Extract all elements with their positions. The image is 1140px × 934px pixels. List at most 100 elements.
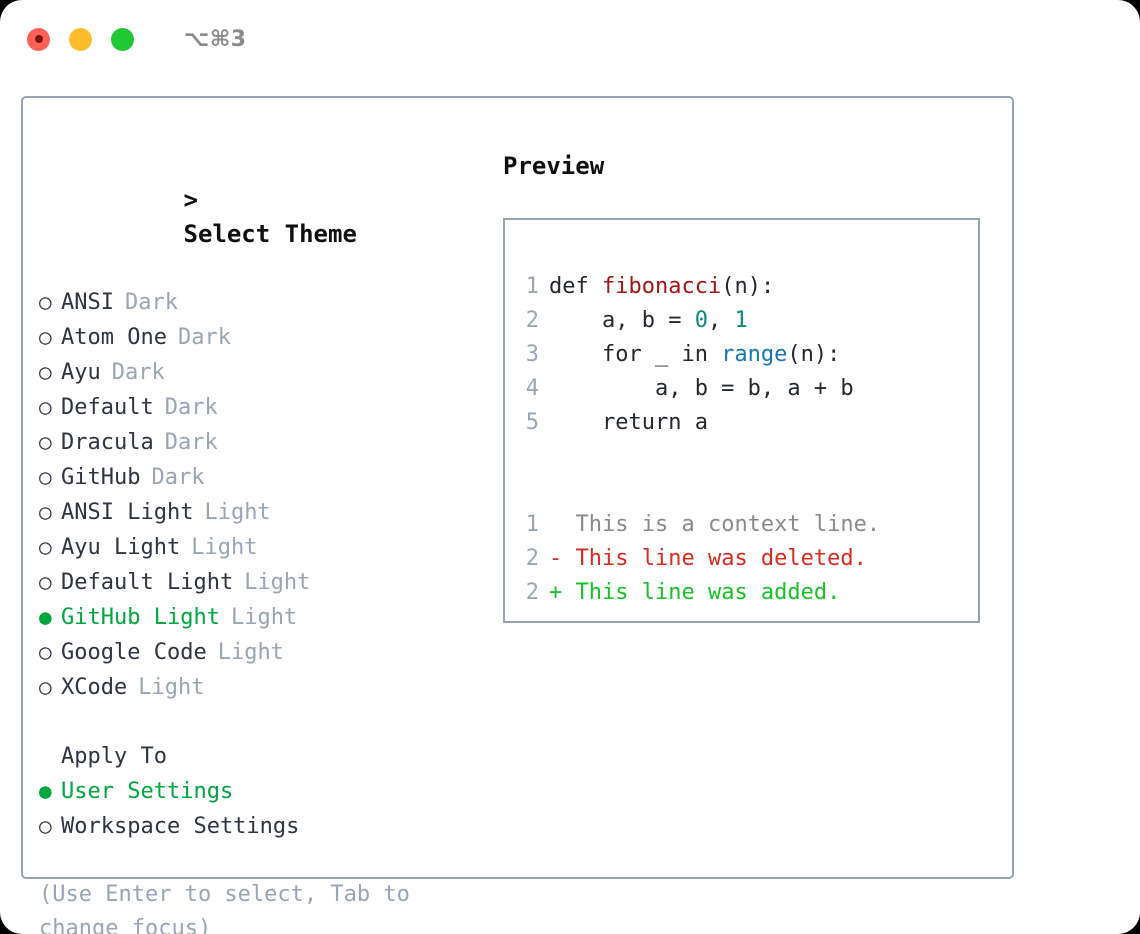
maximize-window-button[interactable] <box>111 27 134 51</box>
radio-selected-icon[interactable]: ● <box>39 779 52 803</box>
diff-line: 1 This is a context line. <box>505 508 978 542</box>
keyboard-shortcut-label: ⌥⌘3 <box>184 26 247 52</box>
code-line-content: a, b = b, a + b <box>549 372 854 406</box>
theme-option-atom-one[interactable]: ○ Atom One Dark <box>39 320 503 355</box>
code-line: 4 a, b = b, a + b <box>505 372 978 406</box>
spacer <box>39 705 503 739</box>
theme-option-kind: Light <box>244 570 311 595</box>
code-line-content: a, b = 0, 1 <box>549 304 748 338</box>
theme-option-kind: Dark <box>124 290 178 315</box>
radio-unselected-icon[interactable]: ○ <box>39 290 52 314</box>
line-number: 2 <box>525 580 539 605</box>
code-token: 1 <box>734 308 748 333</box>
radio-unselected-icon[interactable]: ○ <box>39 430 52 454</box>
theme-option-name: GitHub Light <box>61 605 220 630</box>
radio-unselected-icon[interactable]: ○ <box>39 500 52 524</box>
preview-heading: Preview <box>503 152 605 180</box>
close-window-button[interactable] <box>27 27 50 51</box>
theme-option-name: Atom One <box>61 325 167 350</box>
code-line-content: for _ in range(n): <box>549 338 840 372</box>
code-token: (n): <box>787 342 841 367</box>
radio-unselected-icon[interactable]: ○ <box>39 360 52 384</box>
theme-option-name: Ayu <box>61 360 101 385</box>
line-number: 5 <box>525 410 539 435</box>
theme-option-ayu-light[interactable]: ○ Ayu Light Light <box>39 530 503 565</box>
code-token: return a <box>549 410 708 435</box>
theme-option-kind: Light <box>138 675 205 700</box>
minimize-window-button[interactable] <box>69 27 92 51</box>
line-number: 4 <box>525 376 539 401</box>
diff-marker <box>549 508 576 542</box>
theme-option-name: GitHub <box>61 465 141 490</box>
diff-marker: - <box>549 546 576 571</box>
theme-option-name: ANSI <box>61 290 114 315</box>
radio-unselected-icon[interactable]: ○ <box>39 395 52 419</box>
apply-to-option-name: User Settings <box>61 779 234 804</box>
theme-option-name: Default <box>61 395 154 420</box>
radio-unselected-icon[interactable]: ○ <box>39 325 52 349</box>
code-token: a, b = <box>549 308 695 333</box>
theme-option-kind: Dark <box>151 465 205 490</box>
titlebar: ⌥⌘3 <box>0 0 1140 78</box>
code-line-content: return a <box>549 406 708 440</box>
prompt-caret-icon: > <box>183 186 198 214</box>
theme-option-name: Default Light <box>61 570 234 595</box>
radio-unselected-icon[interactable]: ○ <box>39 640 52 664</box>
traffic-lights <box>27 27 134 51</box>
apply-to-heading-text: Apply To <box>61 744 167 769</box>
theme-option-name: Ayu Light <box>61 535 181 560</box>
diff-preview: 1 This is a context line.2- This line wa… <box>505 508 978 610</box>
line-number: 1 <box>525 512 539 537</box>
radio-unselected-icon[interactable]: ○ <box>39 814 52 838</box>
diff-line: 2 + This line was added. <box>505 576 978 610</box>
spacer <box>505 474 978 508</box>
theme-option-kind: Light <box>204 500 271 525</box>
diff-line: 2- This line was deleted. <box>505 542 978 576</box>
theme-option-kind: Light <box>191 535 258 560</box>
theme-option-kind: Light <box>230 605 298 630</box>
theme-option-default-light[interactable]: ○ Default Light Light <box>39 565 503 600</box>
theme-option-github-light[interactable]: ● GitHub Light Light <box>39 600 503 635</box>
code-token: fibonacci <box>601 274 722 299</box>
theme-option-default[interactable]: ○ Default Dark <box>39 390 503 425</box>
code-line: 3 for _ in range(n): <box>505 338 978 372</box>
code-token: range <box>721 342 788 367</box>
line-number: 3 <box>525 342 539 367</box>
theme-option-kind: Dark <box>177 325 231 350</box>
radio-unselected-icon[interactable]: ○ <box>39 535 52 559</box>
radio-unselected-icon[interactable]: ○ <box>39 675 52 699</box>
spacer <box>39 844 503 878</box>
code-token: def <box>549 274 602 299</box>
radio-unselected-icon[interactable]: ○ <box>39 465 52 489</box>
apply-to-option-user-settings[interactable]: ● User Settings <box>39 774 503 809</box>
theme-option-name: Google Code <box>61 640 207 665</box>
radio-selected-icon[interactable]: ● <box>39 605 52 629</box>
code-line-content: def fibonacci(n): <box>549 270 774 304</box>
diff-line-content: This line was deleted. <box>575 546 867 571</box>
theme-option-kind: Dark <box>164 395 218 420</box>
code-line: 5 return a <box>505 406 978 440</box>
code-token: 0 <box>694 308 708 333</box>
apply-to-heading: ○ Apply To <box>39 739 503 774</box>
diff-marker: + <box>549 580 576 605</box>
apply-to-option-workspace-settings[interactable]: ○Workspace Settings <box>39 809 503 844</box>
apply-to-option-list: ● User Settings ○Workspace Settings <box>39 774 503 844</box>
spacer <box>505 440 978 474</box>
line-number: 2 <box>525 546 539 571</box>
diff-line-content: This line was added. <box>575 580 841 605</box>
theme-option-github[interactable]: ○ GitHub Dark <box>39 460 503 495</box>
theme-option-ansi[interactable]: ○ ANSI Dark <box>39 285 503 320</box>
radio-unselected-icon[interactable]: ○ <box>39 570 52 594</box>
